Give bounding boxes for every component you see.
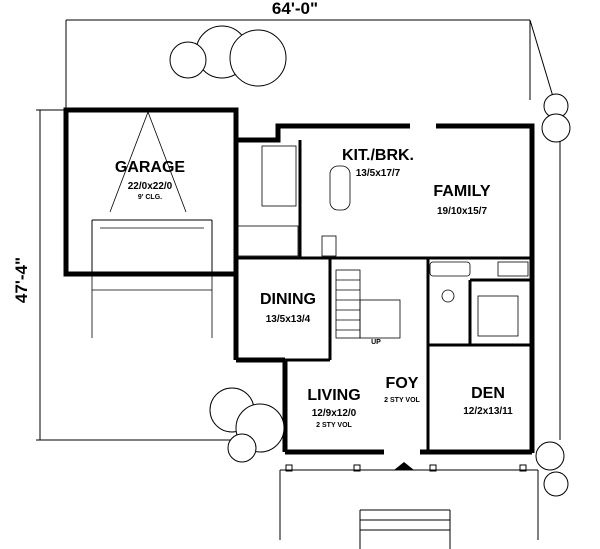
den-name: DEN: [471, 385, 505, 402]
porch: [279, 464, 539, 549]
bath-fixtures: [429, 261, 529, 337]
foyer-name: FOY: [386, 375, 419, 392]
garage-walls: [63, 107, 239, 338]
stairs: [335, 269, 401, 339]
overall-depth-label: 47'-4": [12, 257, 31, 303]
garage-note: 9' CLG.: [138, 194, 162, 201]
interior-walls: [236, 140, 532, 452]
dining-size: 13/5x13/4: [266, 314, 311, 325]
kitchen-name: KIT./BRK.: [342, 147, 414, 164]
den-size: 12/2x13/11: [463, 406, 513, 417]
stair-up-label: UP: [371, 339, 381, 346]
foyer-note: 2 STY VOL: [384, 397, 420, 404]
living-size: 12/9x12/0: [312, 408, 357, 419]
kitchen-fixtures: [237, 145, 351, 257]
kitchen-size: 13/5x17/7: [356, 168, 401, 179]
living-name: LIVING: [307, 387, 360, 404]
entry-arrow-icon: [394, 462, 414, 470]
living-note: 2 STY VOL: [316, 422, 352, 429]
family-name: FAMILY: [433, 183, 491, 200]
garage-name: GARAGE: [115, 159, 186, 176]
garage-size: 22/0x22/0: [128, 181, 173, 192]
lot-lines: [36, 19, 561, 441]
tree-icon: [169, 25, 571, 497]
overall-width-label: 64'-0": [272, 0, 318, 18]
family-size: 19/10x15/7: [437, 206, 487, 217]
dining-name: DINING: [260, 291, 316, 308]
